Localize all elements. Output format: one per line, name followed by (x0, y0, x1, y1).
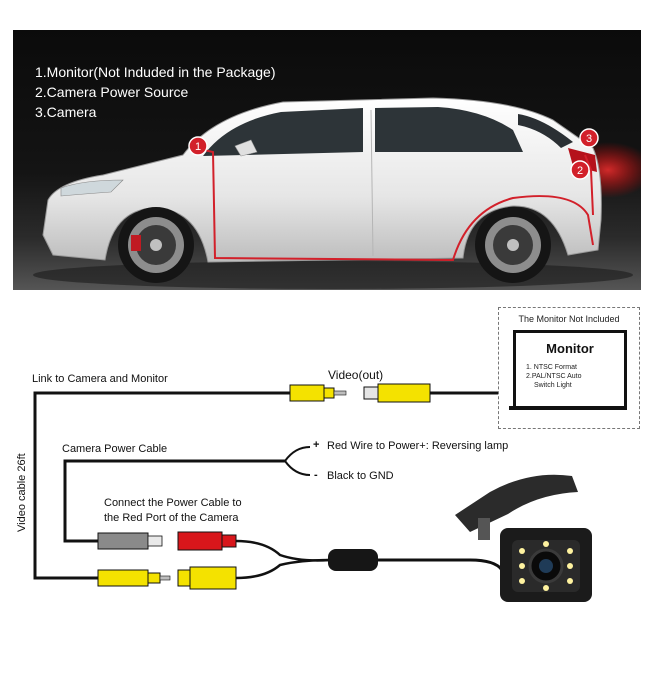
black-wire-label: Black to GND (327, 470, 394, 482)
power-cable-label: Camera Power Cable (62, 443, 168, 455)
cable-junction-block (328, 549, 378, 571)
marker-2: 2 (570, 160, 590, 180)
legend-item-camera: 3.Camera (35, 104, 97, 120)
power-cable-line (63, 459, 285, 543)
svg-text:1: 1 (195, 141, 201, 153)
legend-item-monitor: 1.Monitor(Not Induded in the Package) (35, 64, 276, 80)
monitor-screen: Monitor 1. NTSC Format 2.PAL/NTSC Auto S… (513, 330, 627, 410)
side-mirror (234, 139, 258, 157)
connect-note-line2: the Red Port of the Camera (104, 512, 239, 524)
svg-text:3: 3 (586, 133, 592, 145)
red-wire-label: Red Wire to Power+: Reversing lamp (327, 440, 509, 452)
rear-window (518, 114, 573, 148)
monitor-spec-2b: Switch Light (534, 382, 572, 389)
rca-connector-male-top (289, 384, 347, 402)
plus-sign: + (313, 439, 320, 451)
video-cable-line (33, 391, 290, 580)
dc-socket-red (177, 531, 237, 551)
dc-plug-gray (97, 532, 163, 550)
camera-bracket (455, 474, 578, 540)
rca-connector-female-top (363, 383, 431, 403)
power-split-lines (284, 446, 311, 476)
marker-3: 3 (579, 128, 599, 148)
monitor-spec-2a: 2.PAL/NTSC Auto (526, 373, 582, 380)
svg-text:2: 2 (577, 165, 583, 177)
video-port-cable (235, 558, 331, 580)
monitor-not-included-note: The Monitor Not Included (518, 314, 620, 324)
video-cable-length-label: Video cable 26ft (16, 453, 28, 532)
monitor-specs: 1. NTSC Format 2.PAL/NTSC Auto Switch Li… (526, 363, 582, 390)
video-out-label: Video(out) (328, 368, 384, 382)
headlight (60, 179, 124, 197)
monitor-box: The Monitor Not Included Monitor 1. NTSC… (498, 307, 640, 429)
camera-cable (378, 558, 504, 571)
door-line (370, 109, 374, 257)
red-port-cable (235, 539, 331, 562)
car-illustration: 1 3 2 (33, 97, 641, 289)
wiring-route (194, 147, 594, 262)
connect-note-line1: Connect the Power Cable to (104, 497, 242, 509)
monitor-name: Monitor (546, 341, 594, 356)
front-wheel (118, 207, 194, 283)
rca-socket-bottom-right (177, 566, 237, 590)
minus-sign: - (314, 469, 318, 481)
link-label: Link to Camera and Monitor (32, 373, 168, 385)
marker-1: 1 (188, 136, 208, 156)
photo-legend: 1.Monitor(Not Induded in the Package) 2.… (35, 62, 275, 122)
monitor-spec-1: 1. NTSC Format (526, 364, 577, 371)
monitor-stand (509, 406, 627, 410)
camera-leds (519, 541, 573, 591)
rear-wheel (475, 207, 551, 283)
car-windows (203, 107, 523, 156)
rca-plug-bottom-left (97, 569, 171, 587)
legend-item-power-source: 2.Camera Power Source (35, 84, 189, 100)
car-photo: 1 3 2 1.Monitor(Not Induded in the Packa… (13, 30, 641, 290)
